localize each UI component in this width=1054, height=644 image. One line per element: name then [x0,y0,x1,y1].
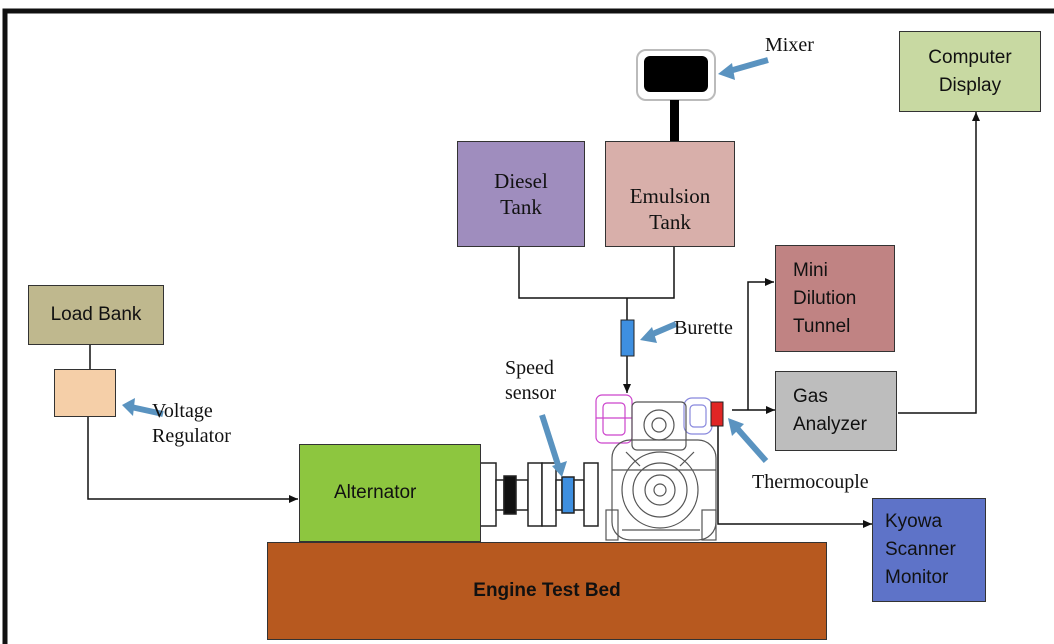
mini-dilution-tunnel-label: Mini Dilution Tunnel [793,259,857,337]
gas-analyzer-box: Gas Analyzer [775,371,897,451]
connection-lines [87,112,980,528]
gas-analyzer-to-computer-arrow [898,112,980,414]
thermocouple-icon [710,401,724,427]
diesel-tank-label: Diesel Tank [494,169,548,219]
speed-sensor-label: Speed sensor [505,357,557,404]
mixer-label: Mixer [765,34,814,56]
exhaust-to-tunnel-arrow [747,278,774,410]
voltage-regulator-box [54,369,116,417]
kyowa-scanner-monitor-label: Kyowa Scanner Monitor [885,511,956,588]
outer-frame [2,8,1054,644]
emulsion-tank-box: Emulsion Tank [605,141,735,247]
regulator-to-alternator-arrow [87,417,298,503]
shaft-coupling-icon [479,462,599,527]
thermocouple-to-kyowa-arrow [717,426,872,528]
thermocouple-label: Thermocouple [752,471,869,493]
kyowa-scanner-monitor-box: Kyowa Scanner Monitor [872,498,986,602]
computer-display-box: Computer Display [899,31,1041,112]
gas-analyzer-label: Gas Analyzer [793,386,867,435]
voltage-regulator-label: Voltage Regulator [152,400,231,447]
alternator-label: Alternator [334,482,417,503]
engine-icon [595,394,717,541]
pointer-arrow-icon [122,57,769,477]
engine-test-bed-label: Engine Test Bed [473,580,621,601]
computer-display-label: Computer Display [928,46,1012,96]
burette-icon [620,319,635,357]
load-bank-label: Load Bank [50,304,142,325]
engine-test-bed-box: Engine Test Bed [267,542,827,640]
mixer-icon [636,49,716,168]
mini-dilution-tunnel-box: Mini Dilution Tunnel [775,245,895,352]
emulsion-tank-label: Emulsion Tank [629,184,711,234]
tank-manifold-line [518,247,675,299]
alternator-box: Alternator [299,444,481,542]
burette-label: Burette [674,317,733,339]
load-bank-box: Load Bank [28,285,164,345]
diesel-tank-box: Diesel Tank [457,141,585,247]
